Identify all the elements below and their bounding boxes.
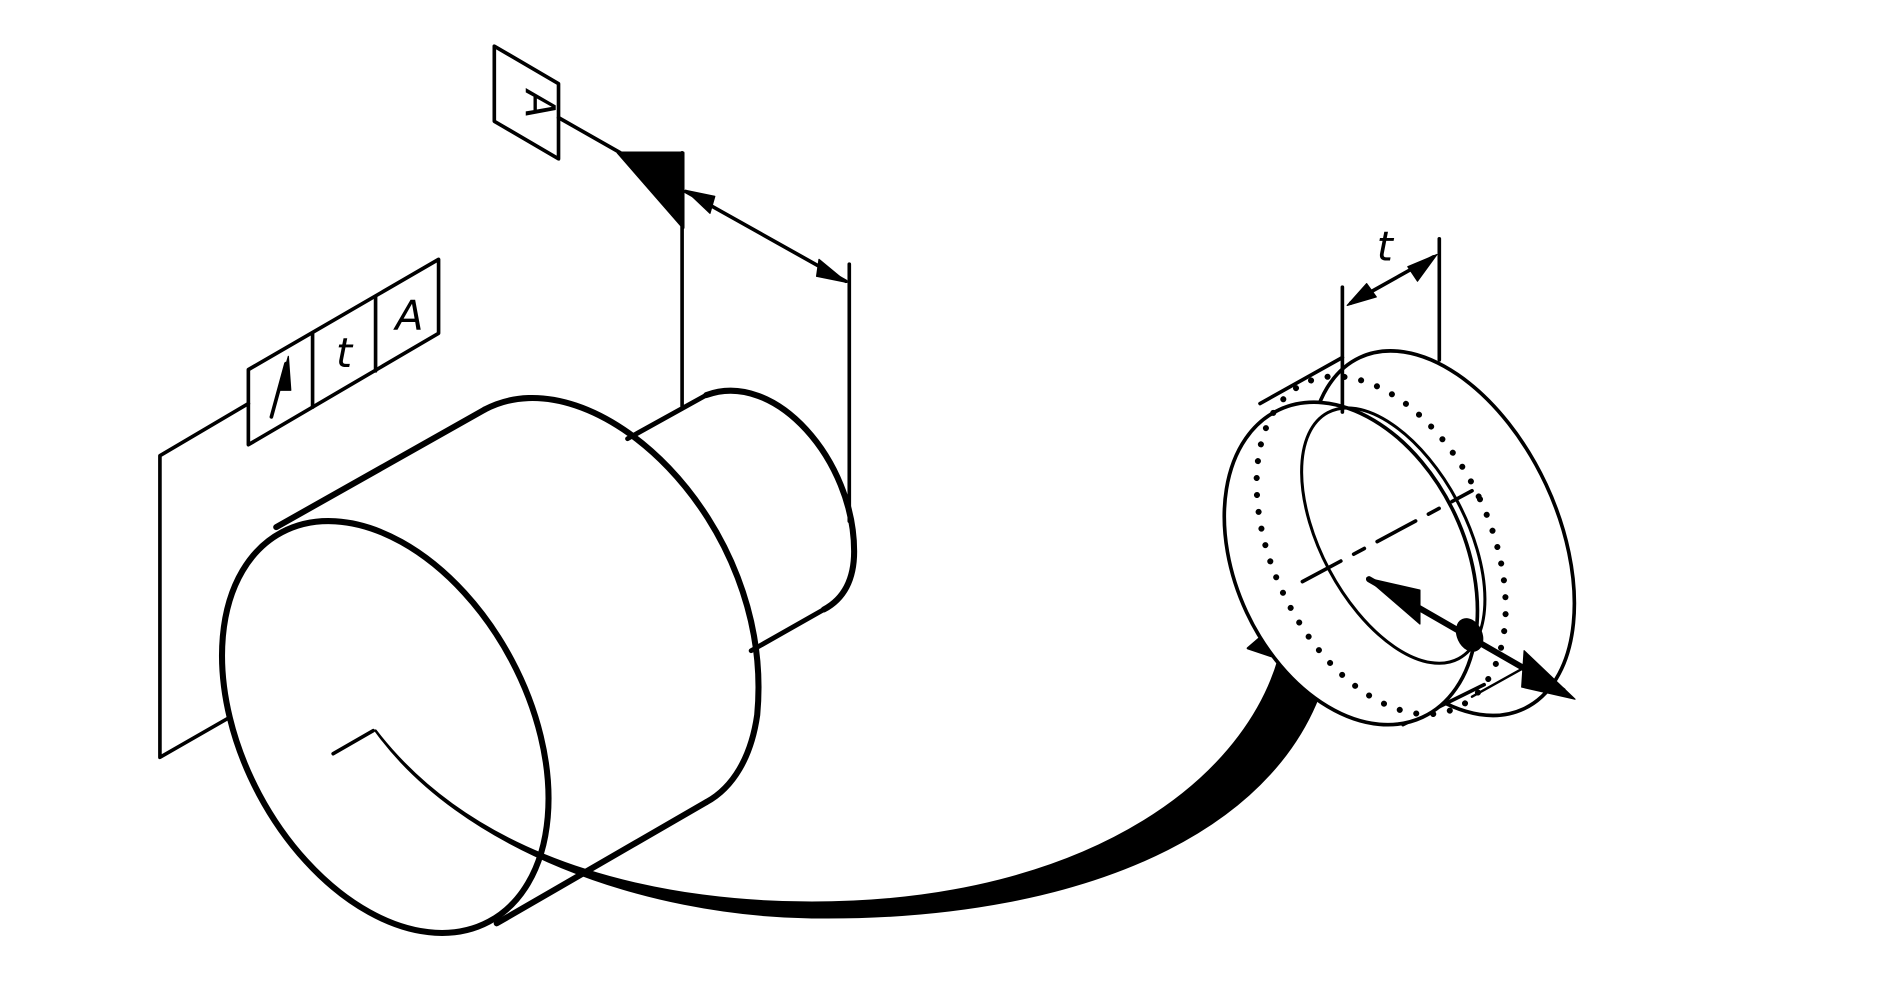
circular-runout-arrow-icon [269, 355, 292, 419]
small-cylinder [625, 387, 858, 654]
datum-feature-symbol: A [492, 44, 685, 408]
feature-control-frame: t A [158, 257, 441, 760]
tolerance-zone: t [1222, 223, 1577, 727]
length-dimension [683, 189, 852, 523]
datum-label: A [516, 87, 564, 118]
datum-reference-label: A [392, 292, 423, 340]
tolerance-label: t [336, 329, 354, 377]
zone-width-label: t [1377, 223, 1395, 271]
large-cylinder [218, 395, 762, 936]
